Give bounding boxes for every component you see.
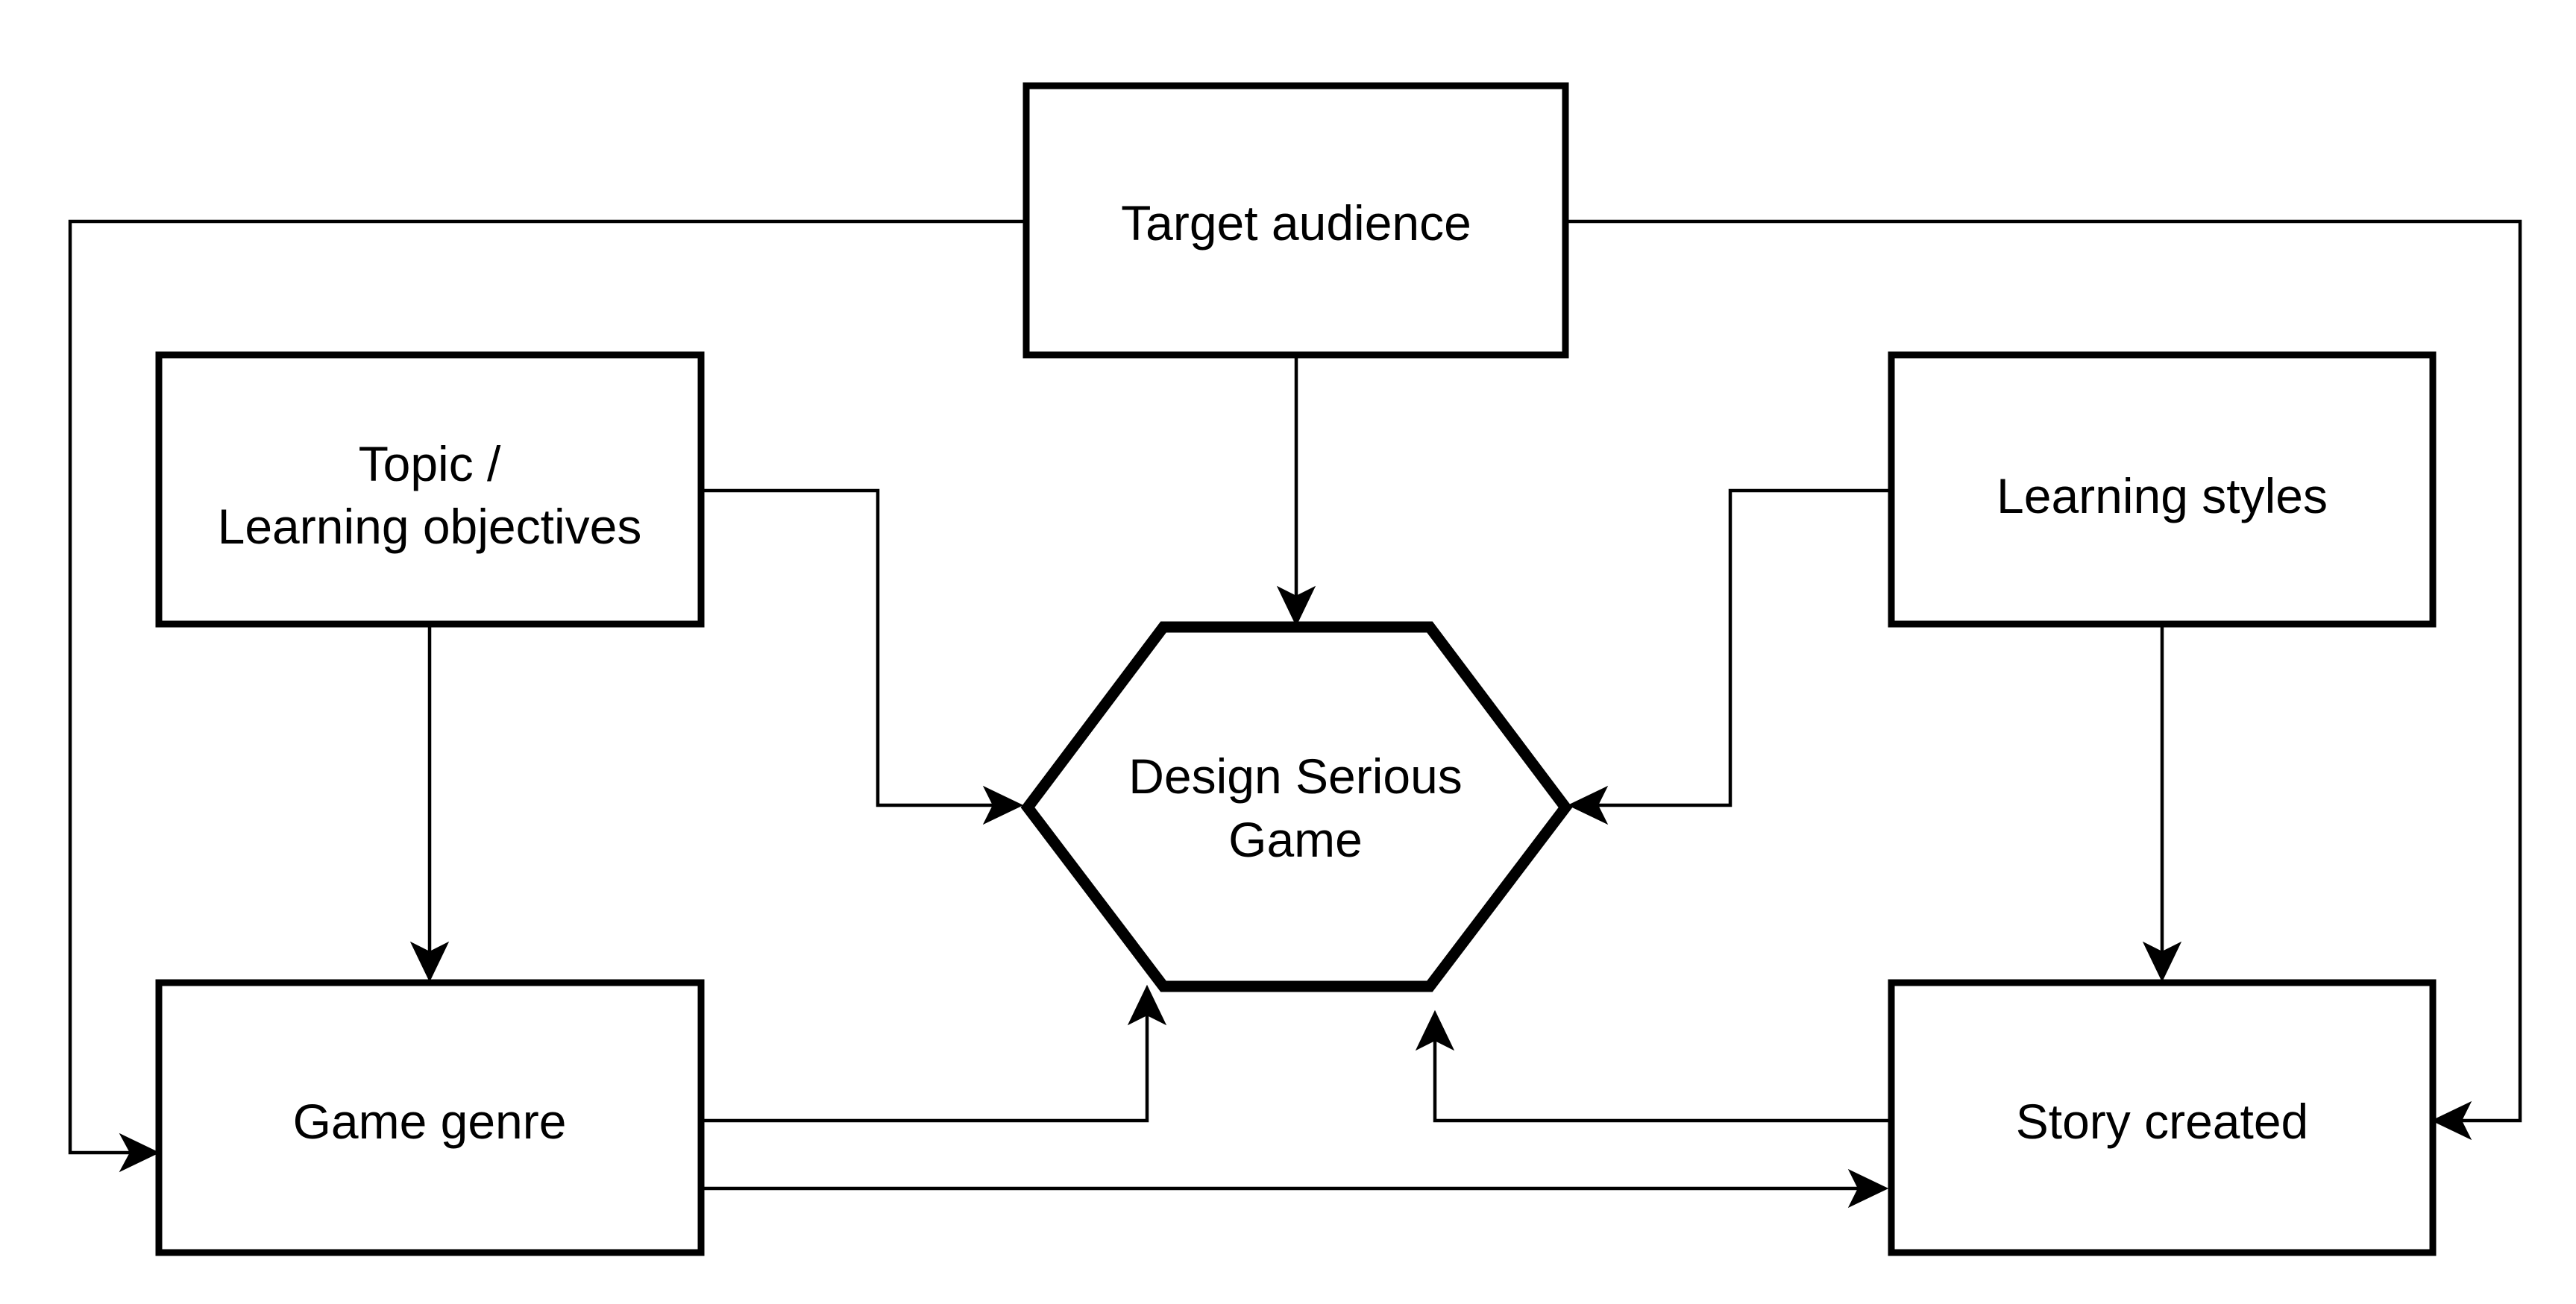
node-learning-styles-label: Learning styles [1997,468,2328,523]
node-game-genre-label: Game genre [293,1094,567,1149]
node-target-audience-box [1022,82,1569,359]
arrowhead-into-game-genre-left [119,1133,160,1173]
node-story-created-box [1888,979,2437,1256]
node-game-genre-box [155,979,705,1256]
node-design-serious-game: Design Serious Game [1020,621,1573,992]
node-topic-label-line1: Topic / [359,436,501,491]
node-story-created: Story created [1888,979,2437,1256]
arrowhead-into-design-bottom-right [1415,1010,1455,1051]
node-topic-box [155,351,705,628]
edge-topic-to-design [701,488,993,807]
node-topic-label-line2: Learning objectives [218,499,642,554]
node-target-audience: Target audience [1022,82,1569,359]
arrowhead-into-design-top [1276,585,1316,627]
edge-story-created-to-design [1433,1041,1889,1123]
arrowhead-into-design-left [982,785,1024,825]
arrowhead-into-story-created-right [2431,1100,2472,1141]
arrowhead-into-design-right [1567,785,1609,825]
node-design-serious-game-hexagon [1020,621,1573,992]
edge-game-genre-to-design [701,1015,1149,1123]
arrowhead-into-design-bottom-left [1127,984,1167,1026]
node-design-serious-game-label-line2: Game [1228,812,1363,867]
node-design-serious-game-label-line1: Design Serious [1128,749,1463,804]
node-learning-styles: Learning styles [1888,351,2437,628]
edge-target-audience-to-story-created [1565,219,2522,1123]
arrowhead-into-story-created-top [2142,941,2182,983]
node-topic: Topic / Learning objectives [155,351,705,628]
node-learning-styles-box [1888,351,2437,628]
edge-learning-styles-to-design [1598,488,1889,807]
node-target-audience-label: Target audience [1121,195,1471,251]
arrowhead-into-story-created-left [1847,1168,1889,1209]
node-game-genre: Game genre [155,979,705,1256]
edge-target-audience-to-game-genre [68,219,1028,1155]
arrowhead-into-game-genre-top [409,941,450,983]
edges [68,219,2522,1209]
node-story-created-label: Story created [2016,1094,2309,1149]
